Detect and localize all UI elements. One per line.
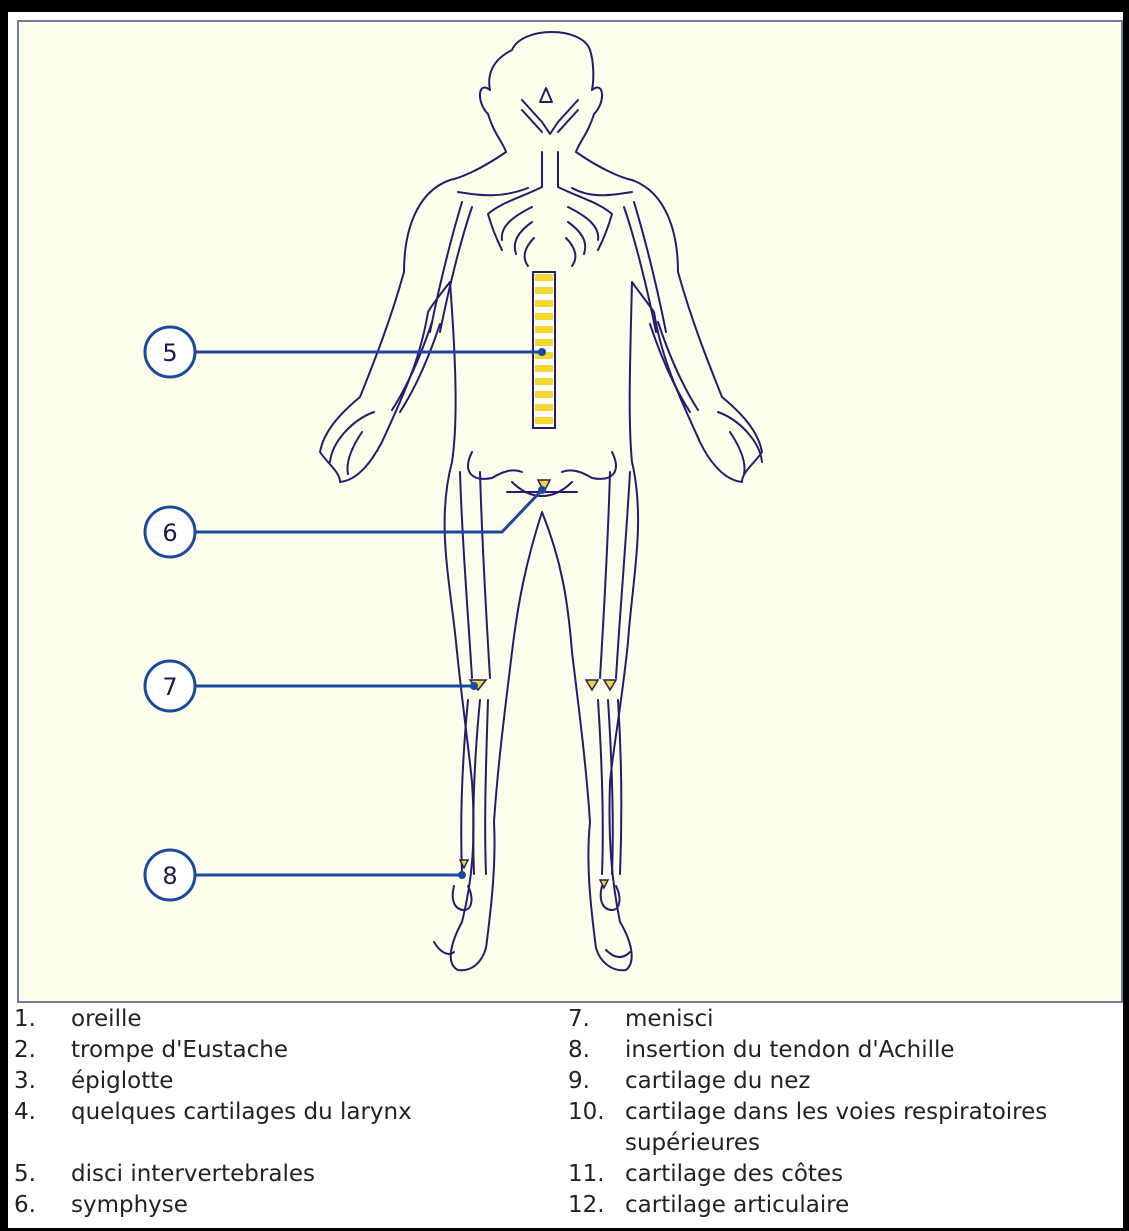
intervertebral-disc (535, 313, 553, 320)
callout-line-6 (195, 490, 542, 532)
intervertebral-disc (535, 326, 553, 333)
intervertebral-disc (535, 287, 553, 294)
meniscus-right (586, 680, 598, 690)
intervertebral-disc (535, 391, 553, 398)
intervertebral-disc (535, 274, 553, 281)
intervertebral-disc (535, 300, 553, 307)
body-diagram: 5 6 7 8 (19, 22, 1121, 1001)
callout-label-6: 6 (162, 519, 177, 547)
callout-label-8: 8 (162, 862, 177, 890)
callout-dot-5 (538, 348, 546, 356)
intervertebral-disc (535, 365, 553, 372)
intervertebral-disc (535, 417, 553, 424)
callout-dot-7 (470, 682, 478, 690)
callout-dot-8 (458, 871, 466, 879)
diagram-panel: 5 6 7 8 (17, 20, 1123, 1003)
callout-label-7: 7 (162, 673, 177, 701)
legend: 1. oreille 2. trompe d'Eustache 3. épigl… (14, 1004, 1114, 1224)
callout-label-5: 5 (162, 339, 177, 367)
meniscus-right-2 (604, 680, 616, 690)
intervertebral-disc (535, 404, 553, 411)
callout-dot-6 (538, 486, 546, 494)
intervertebral-disc (535, 378, 553, 385)
intervertebral-disc (535, 339, 553, 346)
